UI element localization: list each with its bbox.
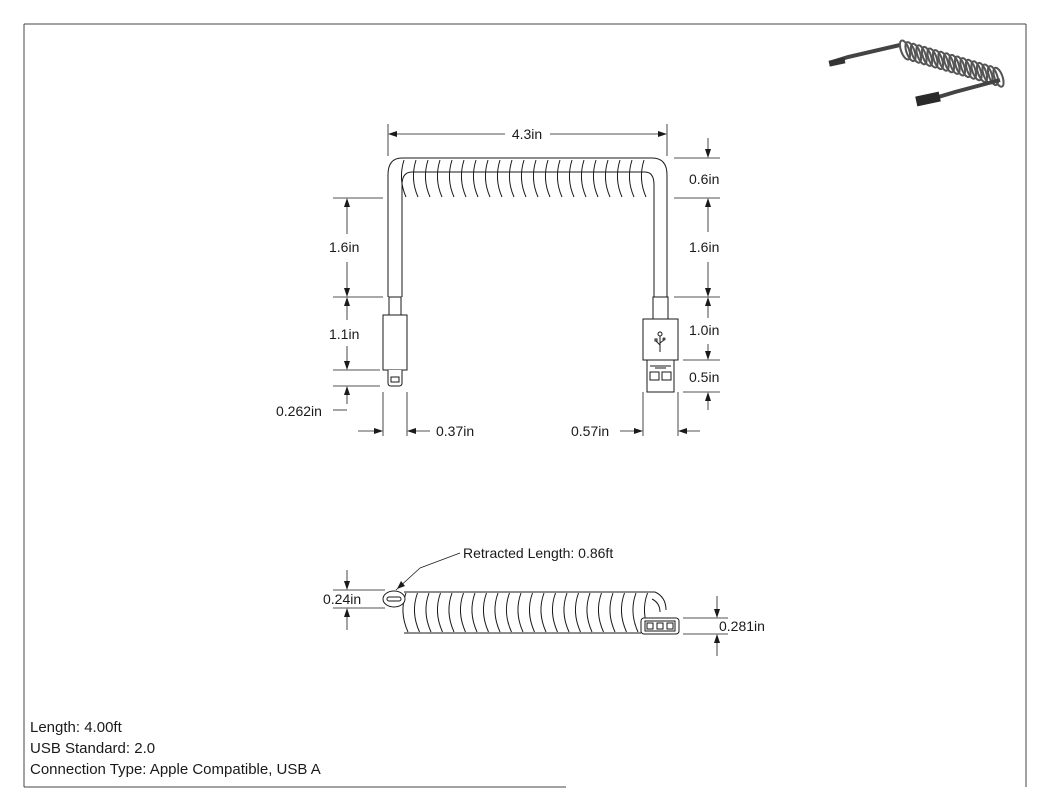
coil-loop [529, 592, 535, 633]
coil-loop [517, 592, 524, 633]
dimension-arrows [344, 131, 711, 434]
iso-coil-loop [920, 45, 934, 67]
retracted-dimension-arrows [344, 581, 720, 643]
coil-loop [402, 592, 409, 633]
dimension-lines [333, 124, 720, 436]
spec-length: Length: 4.00ft [30, 719, 122, 736]
isometric-cable-thumbnail [828, 39, 1005, 107]
iso-coil-loop [959, 57, 972, 79]
iso-coil-loop [953, 55, 967, 77]
coil-loop [472, 159, 479, 198]
coil-loop [640, 159, 647, 198]
iso-coil-loop [942, 52, 956, 74]
coil-loop [632, 592, 639, 633]
dim-coil-height: 0.6in [689, 171, 719, 187]
coil-loop [436, 159, 443, 198]
coil-loop [592, 159, 599, 198]
coil-loop [575, 592, 581, 633]
coil-loop [568, 159, 575, 198]
coil-loop [621, 592, 627, 633]
coil-loop [414, 592, 420, 633]
dim-lightning-housing: 1.1in [329, 326, 359, 342]
coil-loop [540, 592, 547, 633]
coil-loop [437, 592, 443, 633]
coil-loop [532, 159, 539, 198]
dim-right-cable-length: 1.6in [689, 239, 719, 255]
spec-connection-type: Connection Type: Apple Compatible, USB A [30, 761, 321, 778]
sheet-border [23, 23, 1027, 788]
iso-coil-loop [904, 41, 917, 63]
coil-loop [598, 592, 604, 633]
coil-loop [496, 159, 503, 198]
dim-usb-housing: 1.0in [689, 322, 719, 338]
dim-usb-plug-thickness: 0.281in [719, 618, 765, 634]
dim-lightning-width: 0.37in [436, 423, 474, 439]
coil-loop [628, 159, 635, 198]
coil-loop [424, 159, 431, 198]
coil-loop [580, 159, 587, 198]
coil-loop [448, 592, 455, 633]
specs-block: Length: 4.00ft USB Standard: 2.0 Connect… [30, 717, 321, 780]
usb-icon [654, 331, 666, 352]
coil-loop [471, 592, 478, 633]
iso-coil-loop [975, 61, 989, 83]
iso-coil-loop [898, 39, 912, 61]
coil-loop [552, 592, 558, 633]
coil-loop [508, 159, 515, 198]
retracted-length-callout: Retracted Length: 0.86ft [463, 545, 613, 561]
coil-loop [400, 159, 407, 198]
retracted-coil-view [382, 590, 680, 635]
coil-loop [483, 592, 489, 633]
coil-loop [448, 159, 455, 198]
coil-loop [556, 159, 563, 198]
dim-retracted-coil-height: 0.24in [323, 591, 361, 607]
dim-left-cable-length: 1.6in [329, 239, 359, 255]
coil-loop [484, 159, 491, 198]
coil-loop [494, 592, 501, 633]
iso-coil-loop [915, 44, 928, 66]
dim-usb-width: 0.57in [571, 423, 609, 439]
iso-coil-loop [964, 58, 978, 80]
coil-loop [609, 592, 616, 633]
iso-coil-loop [937, 50, 950, 72]
dim-lightning-tip: 0.262in [276, 403, 322, 419]
coil-loop [460, 159, 467, 198]
coil-loop [520, 159, 527, 198]
iso-coil-loop [909, 42, 923, 64]
iso-coil-loop [926, 47, 939, 69]
spec-usb-standard: USB Standard: 2.0 [30, 740, 156, 757]
usb-a-cable [642, 198, 679, 393]
dim-usb-plug: 0.5in [689, 369, 719, 385]
iso-coil-loop [948, 53, 961, 75]
dim-overall-width: 4.3in [512, 126, 542, 142]
coil-loop [544, 159, 551, 198]
iso-coil-loop [931, 49, 945, 71]
coil-loop [616, 159, 623, 198]
coil-loop [425, 592, 432, 633]
lightning-cable [382, 198, 408, 387]
coil-front-view [387, 157, 668, 198]
iso-coil-loop [970, 60, 983, 82]
coil-loop [412, 159, 419, 198]
coil-loop [506, 592, 512, 633]
coil-loop [604, 159, 611, 198]
coil-loop [586, 592, 593, 633]
iso-coil-loop [986, 65, 1000, 87]
coil-loop [563, 592, 570, 633]
coil-loop [460, 592, 466, 633]
iso-coil-loop [992, 66, 1005, 88]
